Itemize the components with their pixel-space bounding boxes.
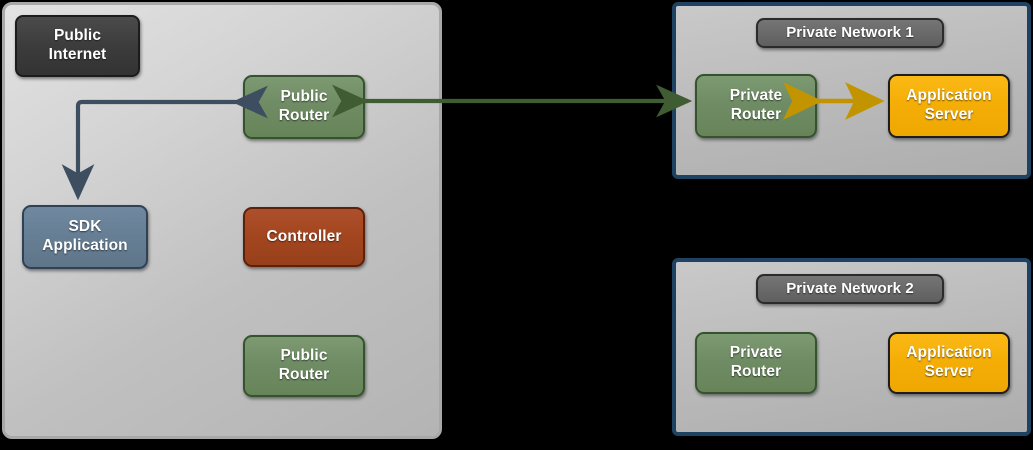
private-router-1-line1: Private	[729, 87, 783, 105]
public-internet-zone: Public Internet Public Router SDK Applic…	[2, 2, 442, 439]
public-internet-title-line2: Internet	[48, 46, 107, 63]
sdk-application-line1: SDK	[68, 218, 102, 236]
private-network-1-zone: Private Network 1 Private Router Applica…	[672, 2, 1031, 179]
private-network-1-title-chip: Private Network 1	[756, 18, 944, 48]
private-router-2-line2: Router	[730, 363, 782, 380]
node-sdk-application[interactable]: SDK Application	[22, 205, 148, 269]
node-public-router-top[interactable]: Public Router	[243, 75, 365, 139]
node-application-server-2[interactable]: Application Server	[888, 332, 1010, 394]
public-router-top-line2: Router	[278, 107, 330, 124]
public-router-top-line1: Public	[280, 88, 328, 106]
application-server-1-line2: Server	[924, 106, 974, 123]
application-server-2-line1: Application	[906, 344, 992, 362]
private-router-1-line2: Router	[730, 106, 782, 123]
node-controller[interactable]: Controller	[243, 207, 365, 267]
private-network-2-title: Private Network 2	[786, 279, 914, 297]
node-public-router-bottom[interactable]: Public Router	[243, 335, 365, 397]
public-router-bottom-line1: Public	[280, 347, 328, 365]
public-internet-title-chip: Public Internet	[15, 15, 140, 77]
private-network-2-title-chip: Private Network 2	[756, 274, 944, 304]
node-private-router-2[interactable]: Private Router	[695, 332, 817, 394]
sdk-application-line2: Application	[42, 237, 128, 254]
private-router-2-line1: Private	[729, 344, 783, 362]
node-private-router-1[interactable]: Private Router	[695, 74, 817, 138]
public-internet-title-line1: Public	[53, 27, 102, 45]
application-server-1-line1: Application	[906, 87, 992, 105]
private-network-1-title: Private Network 1	[786, 23, 914, 41]
private-network-2-zone: Private Network 2 Private Router Applica…	[672, 258, 1031, 436]
controller-label: Controller	[266, 227, 342, 245]
application-server-2-line2: Server	[924, 363, 974, 380]
node-application-server-1[interactable]: Application Server	[888, 74, 1010, 138]
public-router-bottom-line2: Router	[278, 366, 330, 383]
